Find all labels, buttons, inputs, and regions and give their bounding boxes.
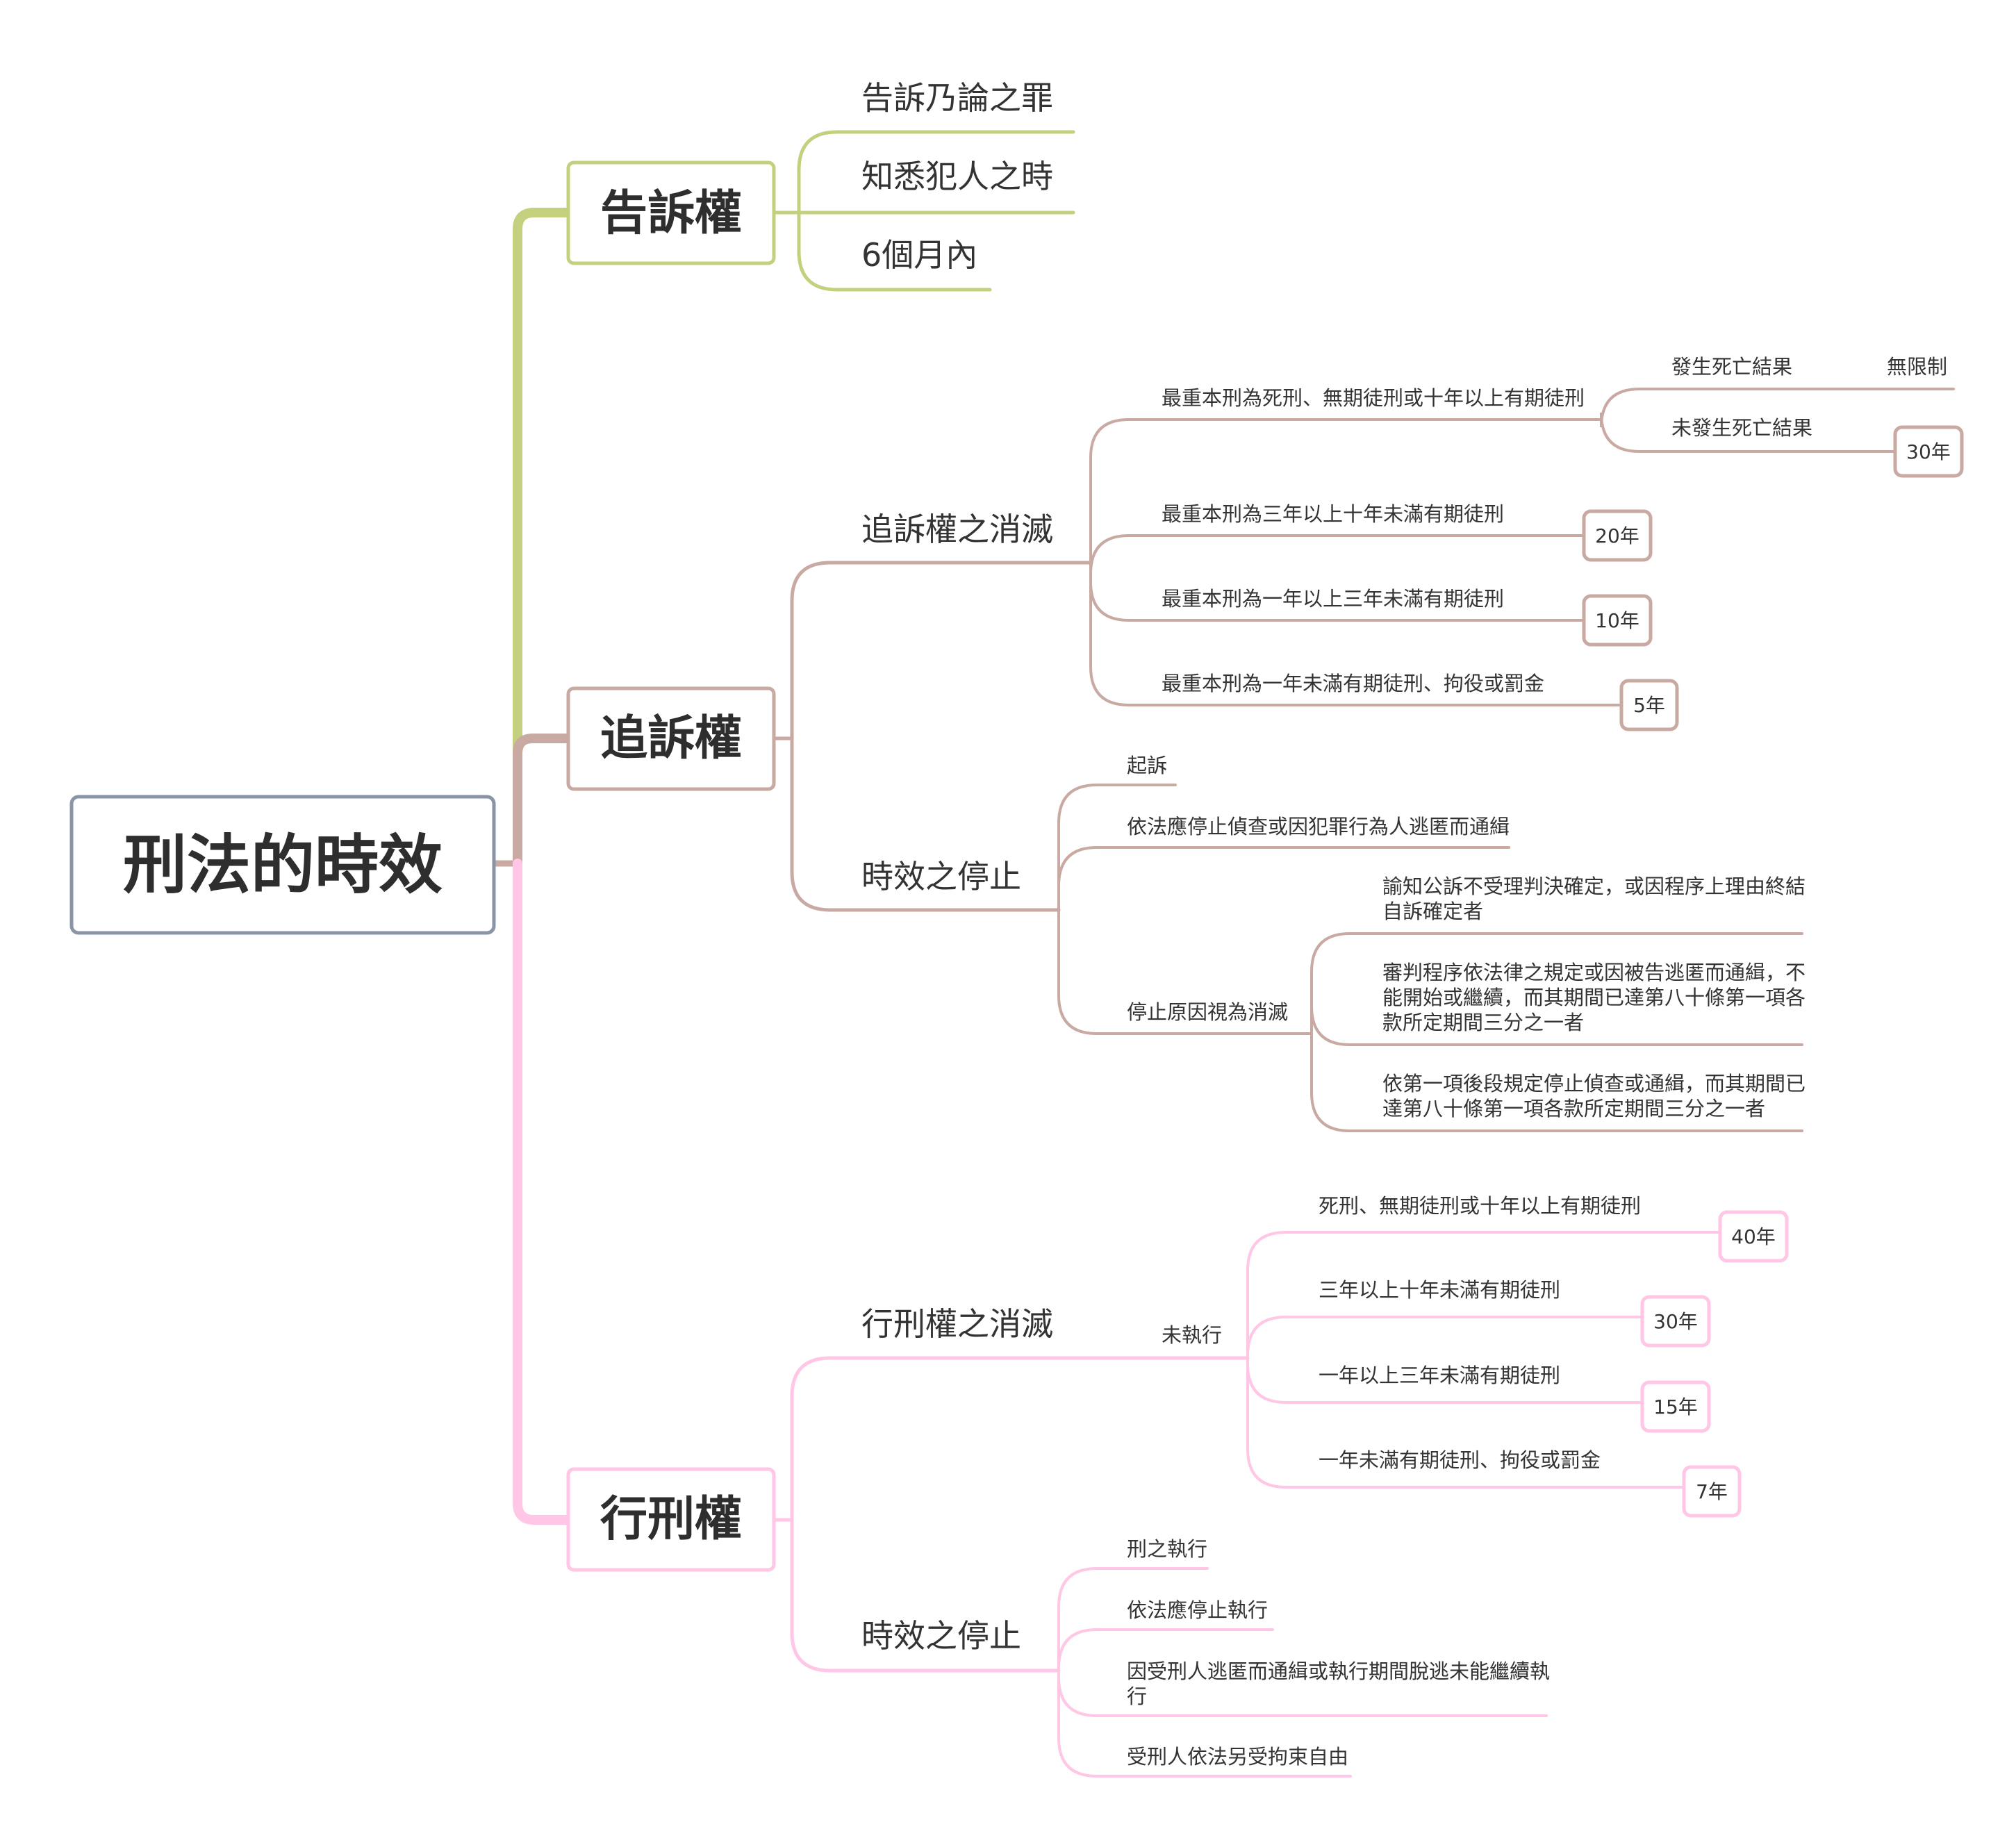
- value-label[interactable]: 無限制: [1887, 355, 1947, 379]
- subtopic-label[interactable]: 刑之執行: [1127, 1537, 1207, 1561]
- branch-connector: [790, 1518, 1061, 1673]
- value-text: 15年: [1653, 1396, 1698, 1418]
- subtopic-label[interactable]: 停止原因視為消滅: [1127, 1000, 1288, 1024]
- topic-label[interactable]: 時效之停止: [861, 1617, 1021, 1655]
- connector-lines: [490, 130, 1955, 1778]
- branch-title: 追訴權: [600, 711, 742, 766]
- branch-connector: [1057, 909, 1313, 1035]
- branch-connector: [1089, 561, 1623, 706]
- subtopic-label[interactable]: 死刑、無期徒刑或十年以上有期徒刑: [1319, 1194, 1641, 1218]
- branch-title: 行刑權: [600, 1492, 742, 1547]
- value-box[interactable]: 30年: [1640, 1295, 1711, 1348]
- branch-title: 告訴權: [600, 186, 742, 241]
- branch-connector: [790, 1356, 1250, 1522]
- subtopic-label[interactable]: 一年以上三年未滿有期徒刑: [1319, 1364, 1560, 1387]
- value-text: 30年: [1653, 1310, 1698, 1333]
- topic-label[interactable]: 追訴權之消滅: [861, 511, 1053, 548]
- note-text[interactable]: 審判程序依法律之規定或因被告逃匿而通緝，不 能開始或繼續，而其期間已達第八十條第…: [1382, 961, 1812, 1034]
- value-text: 10年: [1595, 609, 1639, 632]
- root-title: 刑法的時效: [123, 828, 443, 902]
- subtopic-label[interactable]: 最重本刑為一年未滿有期徒刑、拘役或罰金: [1162, 672, 1544, 695]
- value-text: 40年: [1731, 1225, 1776, 1248]
- subtopic-label[interactable]: 最重本刑為死刑、無期徒刑或十年以上有期徒刑: [1162, 386, 1585, 410]
- value-box[interactable]: 20年: [1582, 509, 1653, 562]
- value-text: 30年: [1906, 440, 1951, 463]
- topic-label[interactable]: 行刑權之消滅: [861, 1305, 1053, 1343]
- value-box[interactable]: 10年: [1582, 594, 1653, 647]
- value-text: 20年: [1595, 524, 1639, 547]
- value-text: 5年: [1633, 694, 1665, 717]
- subtopic-label[interactable]: 最重本刑為三年以上十年未滿有期徒刑: [1162, 502, 1504, 526]
- subtopic-label[interactable]: 依法應停止執行: [1127, 1598, 1268, 1622]
- value-box[interactable]: 15年: [1640, 1380, 1711, 1433]
- branch-connector: [1089, 534, 1585, 574]
- topic-label[interactable]: 知悉犯人之時: [861, 158, 1053, 195]
- subtopic-label[interactable]: 未發生死亡結果: [1671, 416, 1812, 440]
- topic-label[interactable]: 告訴乃論之罪: [861, 79, 1053, 117]
- note-text[interactable]: 諭知公訴不受理判決確定，或因程序上理由終結 自訴確定者: [1382, 875, 1812, 923]
- branch-connector: [1310, 1032, 1803, 1132]
- note-text[interactable]: 依第一項後段規定停止偵查或通緝，而其期間已 達第八十條第一項各款所定期間三分之一…: [1382, 1072, 1812, 1120]
- branch-node-xingxing[interactable]: 行刑權: [566, 1467, 776, 1572]
- value-box[interactable]: 7年: [1682, 1465, 1742, 1518]
- trunk-connector: [513, 208, 573, 868]
- branch-connector: [790, 561, 1093, 740]
- subtopic-label[interactable]: 未執行: [1162, 1323, 1222, 1347]
- note-text[interactable]: 因受刑人逃匿而通緝或執行期間脫逃未能繼續執 行: [1127, 1659, 1556, 1708]
- branch-connector: [1246, 1357, 1685, 1489]
- subtopic-label[interactable]: 受刑人依法另受拘束自由: [1127, 1745, 1348, 1769]
- subtopic-label[interactable]: 最重本刑為一年以上三年未滿有期徒刑: [1162, 587, 1504, 611]
- branch-connector: [1057, 1669, 1352, 1778]
- subtopic-label[interactable]: 一年未滿有期徒刑、拘役或罰金: [1319, 1448, 1601, 1472]
- subtopic-label[interactable]: 發生死亡結果: [1671, 355, 1792, 379]
- connector-line: [1091, 536, 1584, 563]
- value-box[interactable]: 5年: [1619, 679, 1679, 731]
- branch-node-zhuisu[interactable]: 追訴權: [566, 686, 776, 791]
- branch-connector: [1246, 1316, 1644, 1359]
- trunk-connector: [513, 859, 573, 1525]
- value-box[interactable]: 30年: [1893, 425, 1964, 478]
- subtopic-label[interactable]: 三年以上十年未滿有期徒刑: [1319, 1278, 1560, 1302]
- value-text: 7年: [1696, 1480, 1728, 1503]
- subtopic-label[interactable]: 起訴: [1127, 754, 1167, 777]
- branch-connector: [797, 210, 992, 292]
- branch-connector: [1600, 413, 1897, 453]
- topic-label[interactable]: 時效之停止: [861, 858, 1021, 895]
- trunk-connector: [513, 734, 573, 868]
- subtopic-label[interactable]: 依法應停止偵查或因犯罪行為人逃匿而通緝: [1127, 815, 1510, 838]
- value-box[interactable]: 40年: [1718, 1210, 1789, 1263]
- topic-label[interactable]: 6個月內: [861, 236, 977, 274]
- branch-node-gaosu[interactable]: 告訴權: [566, 160, 776, 265]
- branch-connector: [790, 736, 1061, 912]
- root-node[interactable]: 刑法的時效: [69, 795, 496, 935]
- branch-connector: [1089, 418, 1603, 564]
